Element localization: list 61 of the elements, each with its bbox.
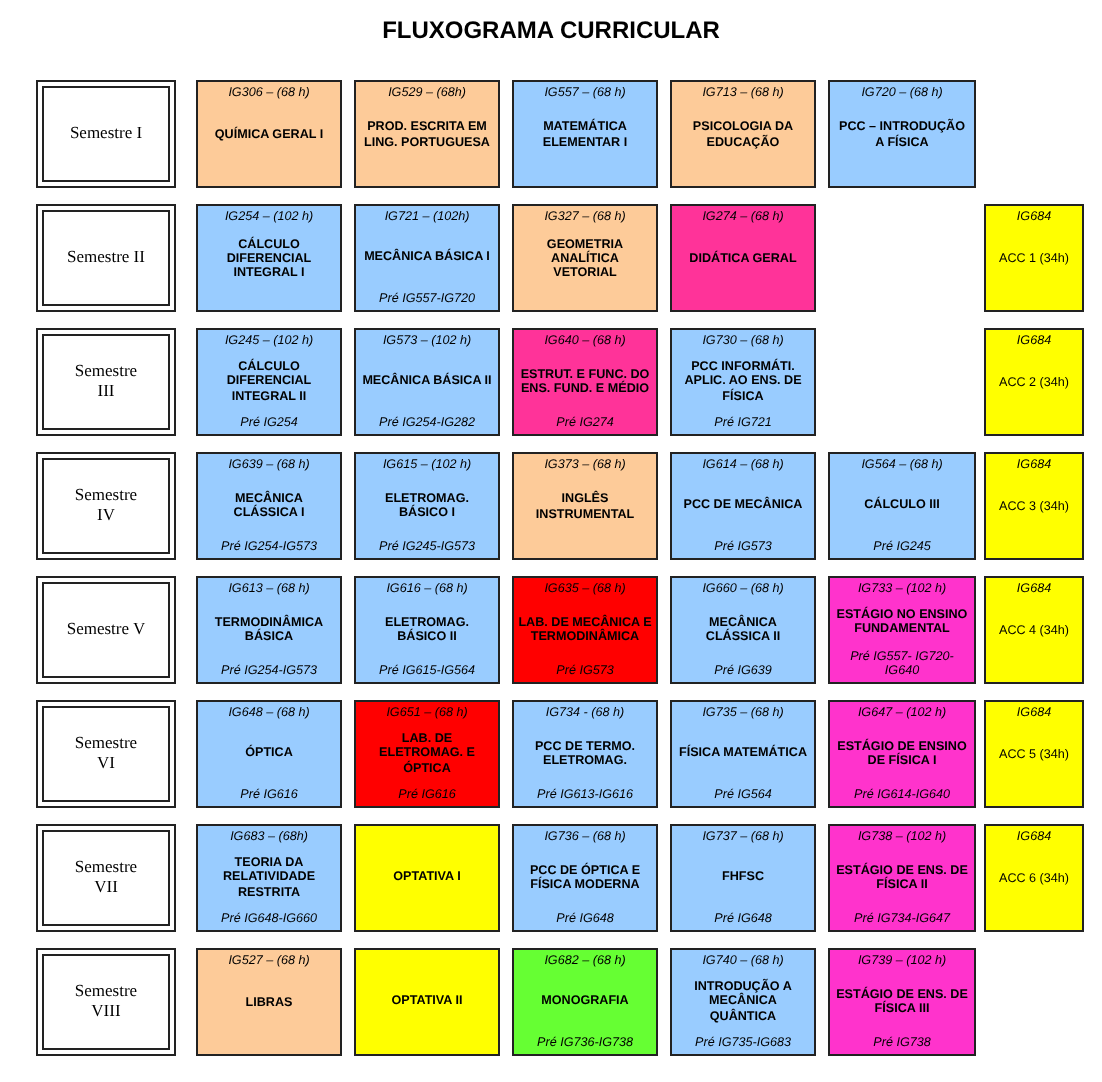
activity-box bbox=[984, 576, 1084, 684]
course-box bbox=[354, 80, 500, 188]
course-box bbox=[670, 204, 816, 312]
activity-box bbox=[984, 204, 1084, 312]
course-box bbox=[512, 824, 658, 932]
course-box bbox=[196, 204, 342, 312]
semester-box bbox=[36, 452, 176, 560]
activity-box bbox=[984, 328, 1084, 436]
semester-box bbox=[36, 204, 176, 312]
course-box bbox=[670, 576, 816, 684]
activity-box bbox=[984, 452, 1084, 560]
semester-label: Semestre V bbox=[66, 620, 146, 640]
course-box bbox=[354, 700, 500, 808]
semester-label: Semestre III bbox=[72, 362, 140, 402]
course-box bbox=[196, 700, 342, 808]
course-box bbox=[512, 328, 658, 436]
course-box bbox=[354, 948, 500, 1056]
course-box bbox=[196, 948, 342, 1056]
course-box bbox=[354, 576, 500, 684]
semester-label: Semestre II bbox=[67, 248, 145, 268]
course-box bbox=[670, 452, 816, 560]
semester-label: Semestre VI bbox=[72, 734, 140, 774]
course-box bbox=[196, 328, 342, 436]
course-box bbox=[512, 948, 658, 1056]
course-box bbox=[828, 948, 976, 1056]
semester-box bbox=[36, 824, 176, 932]
semester-box bbox=[36, 328, 176, 436]
course-box bbox=[354, 824, 500, 932]
semester-label: Semestre IV bbox=[72, 486, 140, 526]
course-box bbox=[354, 204, 500, 312]
course-box bbox=[196, 576, 342, 684]
course-box bbox=[354, 452, 500, 560]
course-box bbox=[512, 452, 658, 560]
course-box bbox=[512, 576, 658, 684]
course-box bbox=[828, 80, 976, 188]
course-box bbox=[512, 204, 658, 312]
diagram-title: FLUXOGRAMA CURRICULAR bbox=[380, 16, 722, 44]
course-box bbox=[670, 700, 816, 808]
course-box bbox=[670, 824, 816, 932]
course-box bbox=[196, 80, 342, 188]
semester-box bbox=[36, 80, 176, 188]
course-box bbox=[354, 328, 500, 436]
course-box bbox=[828, 576, 976, 684]
course-box bbox=[670, 80, 816, 188]
course-box bbox=[828, 824, 976, 932]
course-box bbox=[828, 452, 976, 560]
course-box bbox=[196, 452, 342, 560]
course-box bbox=[512, 700, 658, 808]
semester-label: Semestre VII bbox=[72, 858, 140, 898]
semester-label: Semestre VIII bbox=[72, 982, 140, 1022]
semester-label: Semestre I bbox=[69, 124, 143, 144]
activity-box bbox=[984, 824, 1084, 932]
semester-box bbox=[36, 948, 176, 1056]
course-box bbox=[196, 824, 342, 932]
course-box bbox=[828, 700, 976, 808]
course-box bbox=[512, 80, 658, 188]
semester-box bbox=[36, 700, 176, 808]
semester-box bbox=[36, 576, 176, 684]
course-box bbox=[670, 328, 816, 436]
course-box bbox=[670, 948, 816, 1056]
activity-box bbox=[984, 700, 1084, 808]
